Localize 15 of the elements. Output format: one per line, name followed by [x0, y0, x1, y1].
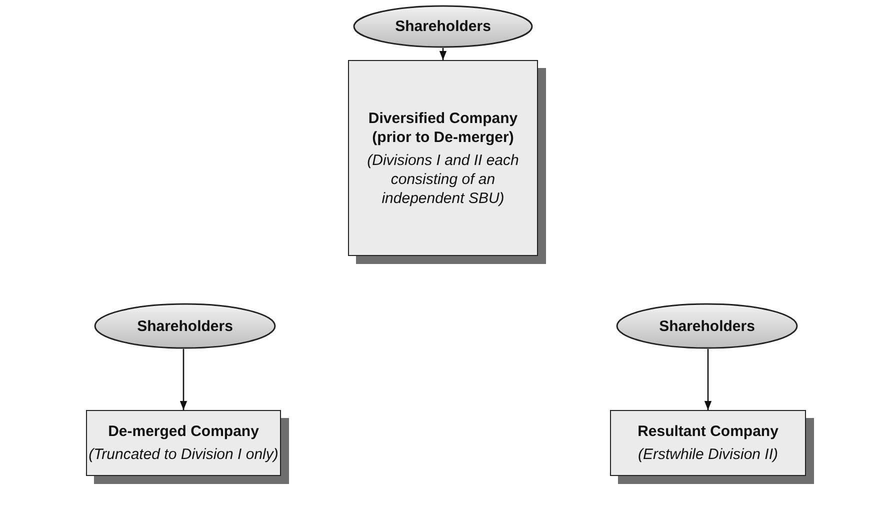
node-note: (Truncated to Division I only) — [88, 445, 278, 464]
node-title: Shareholders — [659, 316, 755, 336]
arrow — [439, 48, 447, 60]
ellipse-node — [94, 303, 276, 349]
node-title: Shareholders — [137, 316, 233, 336]
node-note: (Divisions I and II each consisting of an independent SBU) — [366, 150, 520, 208]
node-note: (Erstwhile Division II) — [638, 445, 778, 464]
ellipse-node — [616, 303, 798, 349]
node-title: Resultant Company — [638, 422, 778, 441]
ellipse-node — [353, 5, 533, 48]
node-title: De-merged Company — [108, 422, 259, 441]
node-title: Shareholders — [395, 17, 491, 36]
arrow — [180, 349, 188, 410]
arrow — [704, 349, 712, 410]
node-title: Diversified Company (prior to De-merger) — [367, 108, 519, 146]
